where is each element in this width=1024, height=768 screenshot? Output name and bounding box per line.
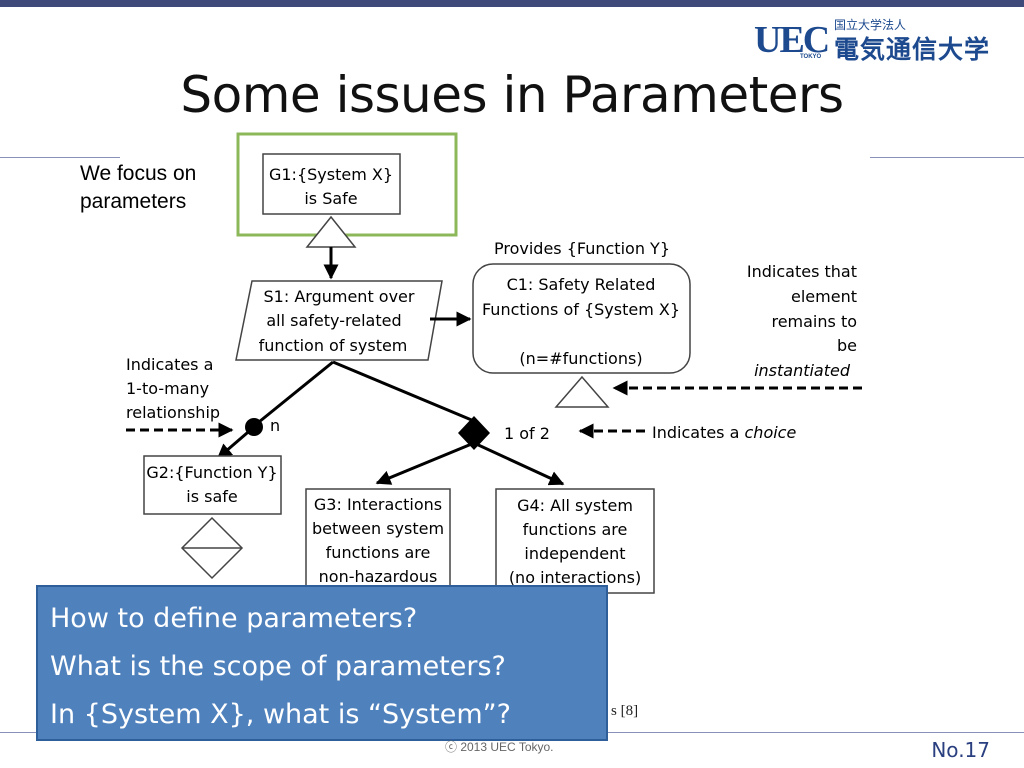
s1-line-2: all safety-related [266,311,401,330]
goal-g3: G3: Interactions between system function… [305,488,451,590]
c1-line-2: Functions of {System X} [482,300,680,319]
title-rule-left [0,157,120,158]
annotation-choice: Indicates a choice [652,423,796,442]
slide-title: Some issues in Parameters [180,66,844,124]
arrow-to-g3 [375,441,475,485]
instantiated-line-5: instantiated [754,361,851,380]
logo-subtitle: 国立大学法人 [834,18,907,32]
uec-logo: UEC TOKYO 国立大学法人 電気通信大学 [754,14,1004,64]
one-to-many-line-3: relationship [126,403,220,422]
strategy-s1: S1: Argument over all safety-related fun… [235,280,443,361]
choice-annotation-italic: choice [745,423,797,442]
provides-label: Provides {Function Y} [494,239,670,258]
goal-g1: G1:{System X} is Safe [262,153,401,215]
goal-g2: G2:{Function Y} is safe [143,455,282,515]
multiplicity-label: n [270,416,280,435]
c1-instantiation-triangle [554,375,610,408]
title-rule-right [870,157,1024,158]
logo-tokyo: TOKYO [800,54,822,60]
arrow-to-g4 [473,441,565,486]
context-c1: C1: Safety Related Functions of {System … [472,263,691,374]
callout-line-2: What is the scope of parameters? [50,651,506,682]
logo-name: 電気通信大学 [834,35,991,64]
instantiated-line-2: element [791,287,857,306]
reference-fragment: s [8] [611,703,639,719]
copyright: ⓒ 2013 UEC Tokyo. [445,740,554,754]
page-number: No.17 [931,738,990,762]
g4-line-4: (no interactions) [509,568,641,587]
choice-diamond [458,416,490,450]
arrow-to-g2 [216,425,255,460]
g3-line-4: non-hazardous [319,567,438,586]
question-callout: How to define parameters? What is the sc… [36,585,608,741]
c1-line-1: C1: Safety Related [507,275,656,294]
logo-mark: UEC [754,19,830,61]
focus-note-line-1: We focus on [80,162,197,185]
g2-line-1: G2:{Function Y} [146,463,277,482]
goal-g4: G4: All system functions are independent… [495,488,655,594]
annotation-one-to-many: Indicates a 1-to-many relationship [126,355,220,422]
choice-label: 1 of 2 [504,424,550,443]
c1-line-4: (n=#functions) [519,349,642,368]
focus-note: We focus on parameters [80,160,196,216]
g4-line-3: independent [524,544,625,563]
focus-note-line-2: parameters [80,190,187,213]
one-to-many-line-2: 1-to-many [126,379,209,398]
highlight-box [236,132,458,237]
instantiated-line-1: Indicates that [747,262,857,281]
g3-line-2: between system [312,519,444,538]
callout-line-3: In {System X}, what is “System”? [50,699,511,730]
callout-line-1: How to define parameters? [50,603,418,634]
g3-line-1: G3: Interactions [314,495,442,514]
choice-annotation-prefix: Indicates a [652,423,745,442]
top-accent-bar [0,0,1024,7]
g4-line-2: functions are [523,520,628,539]
instantiated-line-4: be [837,336,857,355]
g3-line-3: functions are [326,543,431,562]
annotation-instantiated: Indicates that element remains to be ins… [747,262,857,380]
s1-line-3: function of system [259,336,408,355]
g1-instantiation-triangle [305,215,357,248]
g2-developed-marker [180,516,244,580]
g2-line-2: is safe [186,487,237,506]
g4-line-1: G4: All system [517,496,633,515]
s1-line-1: S1: Argument over [264,287,415,306]
g1-line-1: G1:{System X} [269,165,393,184]
instantiated-line-3: remains to [771,312,857,331]
edge-s1-multiplicity [253,360,334,428]
one-to-many-line-1: Indicates a [126,355,213,374]
edge-s1-choice [332,360,475,423]
g1-line-2: is Safe [304,189,357,208]
